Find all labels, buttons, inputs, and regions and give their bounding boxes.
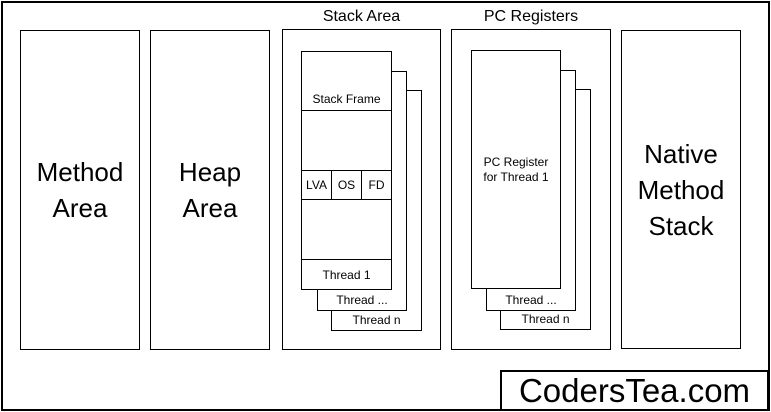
watermark-label: CodersTea.com: [518, 371, 751, 409]
heap-area-box: Heap Area: [150, 30, 270, 350]
lva-cell: LVA: [306, 178, 327, 192]
stack-frame-label: Stack Frame: [312, 92, 381, 106]
os-cell: OS: [331, 171, 361, 199]
stack-thread1-card: Stack Frame LVA OS FD Thread 1: [301, 51, 392, 290]
stack-thread-mid-label: Thread ...: [336, 293, 388, 307]
native-method-stack-box: Native Method Stack: [621, 30, 741, 349]
stack-empty-section-2: [302, 200, 391, 260]
pc-thread-n-label: Thread n: [521, 312, 570, 326]
watermark-box: CodersTea.com: [500, 370, 769, 411]
pc-registers-box: Thread n Thread ... PC Register for Thre…: [451, 29, 611, 350]
stack-frame-section: Stack Frame: [302, 52, 391, 111]
native-method-stack-label: Native Method Stack: [637, 138, 725, 241]
method-area-box: Method Area: [20, 30, 140, 350]
stack-area-box: Thread n Thread ... Stack Frame LVA OS F…: [282, 29, 441, 350]
stack-thread1-label: Thread 1: [322, 267, 371, 282]
stack-thread1-section: Thread 1: [302, 260, 391, 289]
heap-area-label: Heap Area: [178, 157, 242, 223]
fd-cell: FD: [361, 171, 391, 199]
stack-frame-cells-row: LVA OS FD: [302, 171, 391, 200]
pc-registers-title: PC Registers: [483, 8, 579, 25]
method-area-label: Method Area: [36, 157, 124, 223]
stack-area-title: Stack Area: [322, 8, 401, 25]
stack-empty-section-1: [302, 111, 391, 171]
pc-register-thread1-label: PC Register for Thread 1: [483, 154, 549, 184]
pc-thread-mid-label: Thread ...: [505, 293, 557, 307]
stack-thread-n-label: Thread n: [352, 313, 401, 327]
pc-thread1-card: PC Register for Thread 1: [471, 50, 561, 289]
